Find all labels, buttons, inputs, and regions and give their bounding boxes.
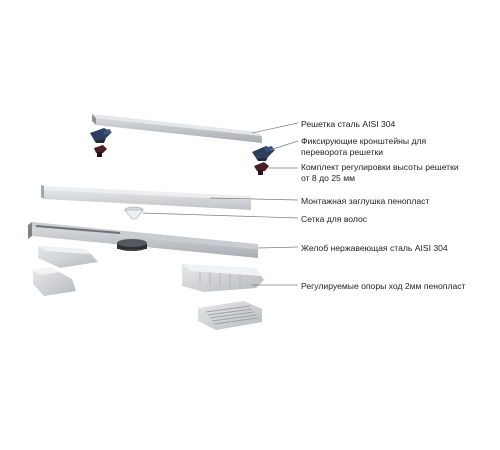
leader-grate	[251, 122, 299, 134]
leader-lines	[142, 122, 299, 286]
foam-plug	[41, 185, 251, 210]
label-hair-net: Сетка для волос	[301, 214, 368, 224]
leader-mounting-plug	[209, 197, 299, 201]
leader-brackets	[269, 140, 299, 151]
label-brackets: Фиксирующие кронштейны для переворота ре…	[301, 136, 427, 157]
height-adjuster-left-icon	[94, 145, 107, 157]
label-grate: Решетка сталь AISI 304	[301, 119, 396, 129]
foam-support-left-lower	[33, 267, 76, 296]
label-channel: Желоб нержавеющая сталь AISI 304	[301, 243, 448, 253]
hair-net-cone	[124, 206, 144, 220]
height-adjuster-right-icon	[254, 162, 269, 175]
label-supports: Регулируемые опоры ход 2мм пенопласт	[301, 281, 466, 291]
leader-channel	[257, 246, 299, 249]
bracket-left-icon	[90, 128, 112, 143]
foam-support-left-upper	[38, 246, 98, 268]
foam-support-right	[182, 264, 264, 292]
label-height-kit: Комплект регулировки высоты решетки от 8…	[301, 162, 459, 183]
drain-channel	[28, 222, 258, 258]
leader-hair-net	[142, 212, 299, 219]
foam-support-slotted	[198, 301, 262, 330]
bracket-right-icon	[252, 146, 275, 161]
label-mounting-plug: Монтажная заглушка пенопласт	[301, 196, 430, 206]
grate-bar	[92, 114, 262, 143]
